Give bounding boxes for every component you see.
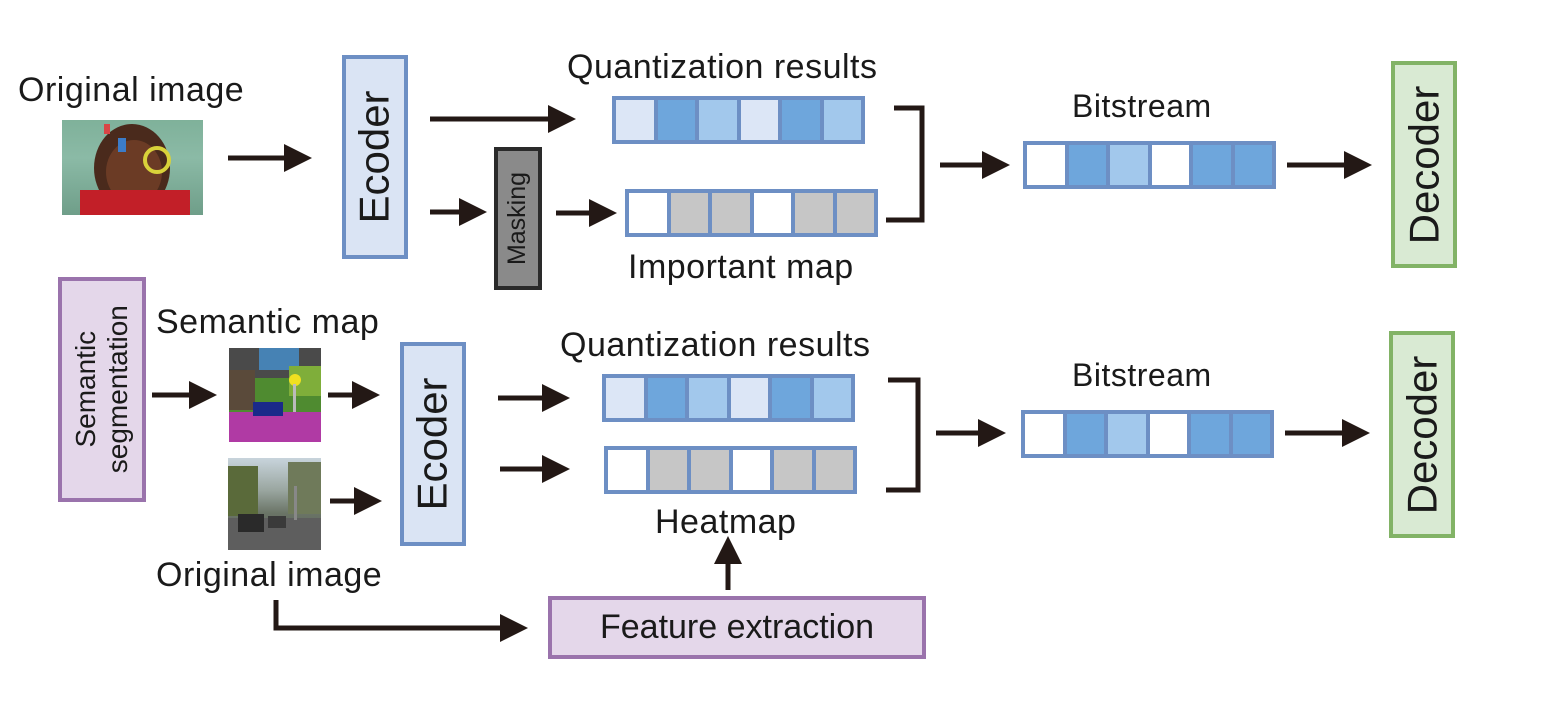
cell-3: [1151, 145, 1189, 185]
arrowhead: [548, 105, 576, 133]
feature-extraction-box: Feature extraction: [548, 596, 926, 659]
cell-0: [629, 193, 667, 233]
quantization-cells-bottom: [602, 374, 855, 422]
cell-1: [649, 450, 687, 490]
street-photo-drawing: [228, 462, 321, 550]
arrowhead: [354, 487, 382, 515]
semantic-map-image: [229, 348, 321, 442]
cell-2: [1108, 414, 1146, 454]
heatmap-cells: [604, 446, 857, 494]
original-image-label-top: Original image: [18, 71, 245, 109]
cell-3: [732, 450, 770, 490]
arrowhead: [189, 381, 217, 409]
encoder-box-bottom: Ecoder: [400, 342, 466, 546]
cell-0: [1027, 145, 1065, 185]
cell-4: [774, 450, 812, 490]
cell-3: [753, 193, 791, 233]
decoder-label-top: Decoder: [1400, 85, 1448, 244]
cell-3: [730, 378, 768, 418]
cell-5: [836, 193, 874, 233]
arrowhead: [459, 198, 487, 226]
masking-label: Masking: [503, 171, 532, 266]
quantization-cells-top: [612, 96, 865, 144]
cell-1: [1068, 145, 1106, 185]
decoder-label-bottom: Decoder: [1398, 355, 1446, 514]
arrowhead: [284, 144, 312, 172]
bitstream-cells-top: [1023, 141, 1276, 189]
cell-4: [1193, 145, 1231, 185]
bitstream-cells-bottom: [1021, 410, 1274, 458]
heatmap-label: Heatmap: [655, 503, 797, 541]
important-map-cells: [625, 189, 878, 237]
child-photo-drawing: [80, 124, 190, 215]
important-map-label: Important map: [628, 248, 854, 286]
arrowhead: [714, 536, 742, 564]
encoder-box-top: Ecoder: [342, 55, 408, 259]
cell-2: [691, 450, 729, 490]
arrowhead: [1342, 419, 1370, 447]
arrowhead: [352, 381, 380, 409]
cell-5: [813, 378, 851, 418]
decoder-box-top: Decoder: [1391, 61, 1457, 268]
arrowhead: [978, 419, 1006, 447]
cell-3: [1149, 414, 1187, 454]
original-image-label-bottom: Original image: [156, 556, 383, 594]
quantization-label-top: Quantization results: [567, 48, 878, 86]
bitstream-label-top: Bitstream: [1072, 88, 1212, 124]
feature-extraction-label: Feature extraction: [599, 608, 875, 646]
encoder-label-top: Ecoder: [351, 90, 399, 224]
cell-5: [815, 450, 853, 490]
cell-1: [657, 100, 695, 140]
cell-0: [1025, 414, 1063, 454]
masking-box: Masking: [494, 147, 542, 290]
semantic-map-drawing: [229, 348, 321, 442]
cell-0: [608, 450, 646, 490]
cell-5: [1232, 414, 1270, 454]
cell-5: [823, 100, 861, 140]
arrowhead: [1344, 151, 1372, 179]
bracket-top: [886, 105, 925, 223]
cell-1: [670, 193, 708, 233]
encoder-label-bottom: Ecoder: [409, 377, 457, 511]
bitstream-label-bottom: Bitstream: [1072, 357, 1212, 393]
arrow-image-to-feature: [273, 600, 508, 631]
decoder-box-bottom: Decoder: [1389, 331, 1455, 538]
semantic-segmentation-label: Semantic segmentation: [69, 305, 134, 474]
cell-1: [647, 378, 685, 418]
cell-0: [616, 100, 654, 140]
street-photo: [228, 458, 321, 550]
arrowhead: [542, 455, 570, 483]
arrowhead: [982, 151, 1010, 179]
cell-4: [772, 378, 810, 418]
arrowhead: [589, 199, 617, 227]
child-photo: [62, 120, 203, 215]
cell-2: [712, 193, 750, 233]
bracket-bottom: [886, 377, 921, 493]
cell-4: [1191, 414, 1229, 454]
semantic-segmentation-box: Semantic segmentation: [58, 277, 146, 502]
cell-2: [699, 100, 737, 140]
cell-5: [1234, 145, 1272, 185]
cell-1: [1066, 414, 1104, 454]
cell-4: [782, 100, 820, 140]
cell-3: [740, 100, 778, 140]
quantization-label-bottom: Quantization results: [560, 326, 871, 364]
cell-2: [689, 378, 727, 418]
cell-0: [606, 378, 644, 418]
semantic-map-label: Semantic map: [156, 303, 380, 341]
arrowhead: [500, 614, 528, 642]
cell-2: [1110, 145, 1148, 185]
cell-4: [795, 193, 833, 233]
arrowhead: [542, 384, 570, 412]
